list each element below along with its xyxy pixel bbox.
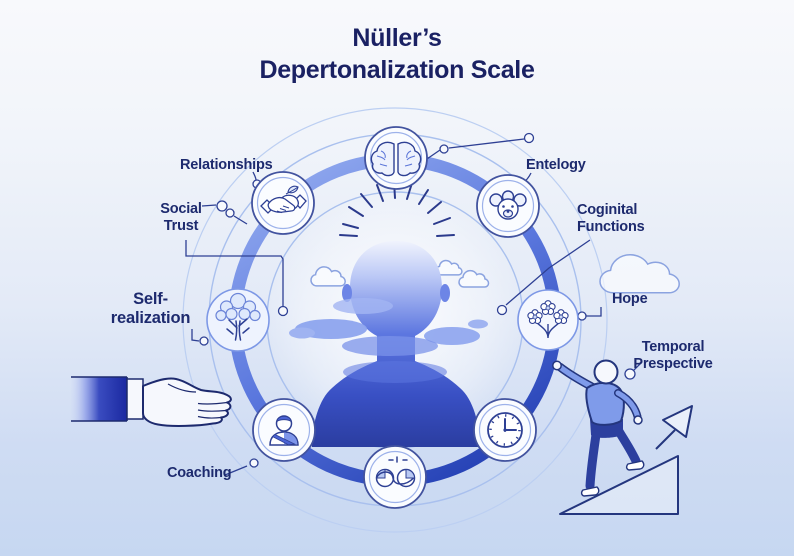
connector-node [277, 305, 289, 317]
tree-icon [206, 288, 270, 352]
self-realization-connector [191, 329, 200, 342]
cuff [126, 378, 144, 420]
upward-arrow-icon [655, 429, 676, 450]
label-coaching: Coaching [167, 465, 232, 481]
social-trust-connector-top [201, 204, 217, 207]
open-hand-illustration [71, 376, 232, 427]
hope-connector [586, 307, 602, 317]
sleeve [71, 377, 127, 421]
handshake-icon [251, 171, 315, 235]
connector-node [225, 208, 235, 218]
cloud-icon [598, 253, 681, 295]
connector-lines [185, 132, 643, 476]
palm [142, 377, 232, 427]
social-trust-connector [185, 240, 284, 306]
label-coginital-functions: Coginital Functions [577, 202, 645, 236]
head-silhouette [289, 241, 547, 447]
connector-node [216, 200, 228, 212]
whale-icon [363, 445, 427, 509]
connector-node [249, 458, 259, 468]
connector-node [439, 144, 449, 154]
climbing-person-illustration [552, 359, 693, 515]
connector-node [523, 132, 535, 144]
clock-icon [473, 398, 537, 462]
animal-face-icon [476, 174, 540, 238]
flower-bouquet-icon [517, 289, 579, 351]
upward-arrow-head [662, 405, 693, 438]
label-social-trust: Social Trust [160, 201, 202, 235]
label-self-realization: Self-realization [110, 290, 191, 328]
climbing-person [552, 359, 645, 497]
brain-icon [364, 126, 428, 190]
sunburst-rays-icon [339, 180, 455, 237]
coaching-connector [224, 465, 248, 476]
coginital-connector [505, 239, 591, 306]
label-relationships: Relationships [180, 157, 273, 173]
temporal-connector [633, 361, 643, 371]
connector-node [496, 304, 508, 316]
slope [559, 455, 679, 515]
page-title: Nüller’s Depertonalization Scale [259, 24, 535, 84]
mist-blobs [289, 298, 547, 383]
connector-node [624, 368, 636, 380]
label-hope: Hope [612, 291, 648, 307]
label-temporal-prespective: Temporal Prespective [633, 339, 713, 373]
coach-person-icon [252, 398, 316, 462]
connector-node [199, 336, 209, 346]
connector-node [577, 311, 587, 321]
label-entelogy: Entelogy [526, 157, 586, 173]
